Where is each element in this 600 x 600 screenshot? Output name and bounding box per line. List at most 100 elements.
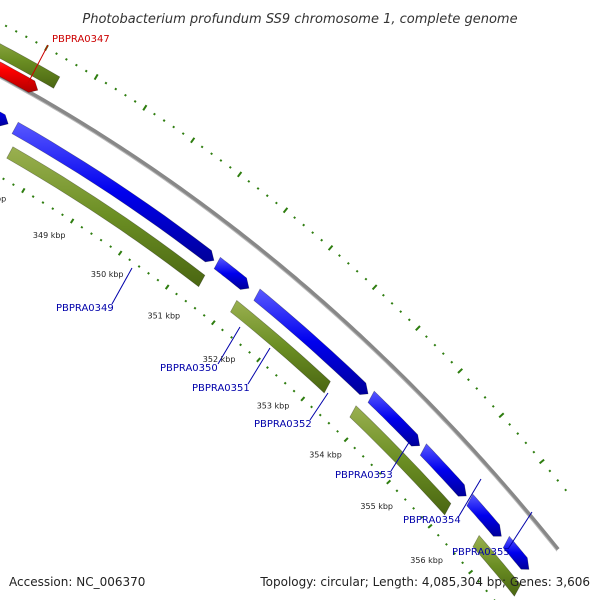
- label-leaders: [27, 44, 533, 550]
- tick-mark: [275, 201, 278, 205]
- cds-feature[interactable]: [0, 32, 61, 89]
- gene-feature[interactable]: [11, 121, 215, 263]
- gene-label[interactable]: PBPRA0350: [160, 363, 218, 374]
- gene-label[interactable]: PBPRA0353: [335, 470, 393, 481]
- tick-mark: [41, 201, 45, 204]
- cds-feature[interactable]: [472, 534, 521, 597]
- gene-label[interactable]: PBPRA0352: [254, 419, 312, 430]
- cds-feature[interactable]: [230, 299, 331, 394]
- scale-label: 356 kbp: [410, 556, 443, 565]
- tick-mark: [327, 244, 334, 251]
- tick-mark: [75, 63, 78, 67]
- tick-mark: [467, 378, 470, 382]
- tick-mark: [65, 57, 68, 61]
- tick-mark: [364, 277, 368, 281]
- gene-feature[interactable]: [253, 288, 369, 395]
- tick-mark: [133, 100, 137, 103]
- tick-mark: [386, 479, 392, 485]
- gene-label-leader: [217, 326, 241, 365]
- tick-mark: [239, 343, 242, 347]
- tick-mark: [266, 366, 269, 370]
- tick-mark: [230, 335, 233, 339]
- tick-mark: [516, 432, 520, 436]
- tick-mark: [93, 73, 99, 81]
- tick-mark: [302, 223, 306, 227]
- gene-label-leader: [309, 392, 329, 421]
- tick-mark: [407, 318, 411, 322]
- tick-mark: [453, 552, 456, 555]
- gene-label[interactable]: PBPRA0347: [52, 34, 110, 45]
- tick-mark: [461, 561, 465, 565]
- tick-mark: [399, 310, 403, 314]
- tick-mark: [109, 245, 113, 248]
- tick-mark: [211, 320, 216, 326]
- gene-feature[interactable]: [0, 97, 9, 127]
- cds-feature[interactable]: [349, 405, 452, 516]
- tick-mark: [310, 405, 313, 409]
- gene-label-leader: [27, 44, 49, 84]
- tick-mark: [274, 373, 278, 377]
- tick-mark: [336, 430, 339, 433]
- tick-mark: [190, 137, 196, 144]
- topology-summary: Topology: circular; Length: 4,085,304 bp…: [259, 575, 590, 589]
- gene-feature[interactable]: [419, 443, 467, 497]
- gene-label[interactable]: PBPRA0349: [56, 303, 114, 314]
- cds-feature[interactable]: [6, 146, 206, 288]
- tick-mark: [548, 469, 552, 473]
- tick-mark: [124, 93, 127, 97]
- tick-mark: [346, 261, 350, 265]
- tick-mark: [153, 112, 156, 116]
- tick-mark: [147, 271, 150, 275]
- gene-label[interactable]: PBPRA0351: [192, 383, 250, 394]
- scale-label: 354 kbp: [309, 451, 342, 460]
- tick-mark: [210, 152, 213, 156]
- tick-mark: [256, 357, 261, 363]
- tick-mark: [99, 238, 103, 242]
- tick-mark: [282, 207, 289, 214]
- tick-mark: [2, 177, 5, 181]
- gene-label[interactable]: PBPRA0355: [452, 547, 510, 558]
- tick-mark: [491, 404, 495, 408]
- tick-mark: [164, 284, 170, 290]
- tick-mark: [457, 368, 463, 374]
- gene-feature[interactable]: [367, 390, 421, 447]
- feature-track: [0, 32, 530, 597]
- tick-mark: [292, 389, 296, 393]
- tick-mark: [415, 325, 421, 331]
- tick-mark: [441, 352, 445, 356]
- tick-mark: [403, 498, 407, 501]
- tick-mark: [175, 292, 178, 296]
- tick-mark: [361, 454, 365, 458]
- tick-mark: [293, 216, 296, 220]
- tick-mark: [327, 421, 331, 425]
- scale-label: 353 kbp: [257, 402, 290, 411]
- tick-mark: [35, 40, 38, 44]
- tick-mark: [381, 293, 385, 297]
- tick-mark: [31, 195, 35, 198]
- gene-feature[interactable]: [502, 535, 530, 570]
- tick-mark: [4, 24, 8, 28]
- tick-mark: [61, 213, 64, 217]
- gene-label[interactable]: PBPRA0354: [403, 515, 461, 526]
- tick-mark: [424, 335, 428, 339]
- map-title: Photobacterium profundum SS9 chromosome …: [82, 12, 517, 27]
- tick-mark: [104, 81, 108, 85]
- tick-mark: [162, 119, 166, 122]
- tick-mark: [355, 269, 359, 273]
- tick-mark: [237, 171, 243, 178]
- tick-mark: [51, 207, 55, 211]
- tick-mark: [300, 396, 306, 402]
- tick-mark: [247, 180, 251, 183]
- tick-mark: [184, 299, 188, 303]
- tick-mark: [256, 187, 260, 190]
- tick-mark: [80, 225, 84, 229]
- tick-mark: [564, 488, 568, 492]
- accession-text: Accession: NC_006370: [9, 575, 145, 589]
- tick-mark: [395, 489, 399, 493]
- rrna-feature[interactable]: [0, 46, 39, 93]
- gene-feature[interactable]: [213, 256, 250, 290]
- tick-mark: [427, 523, 433, 529]
- gene-feature[interactable]: [466, 493, 502, 537]
